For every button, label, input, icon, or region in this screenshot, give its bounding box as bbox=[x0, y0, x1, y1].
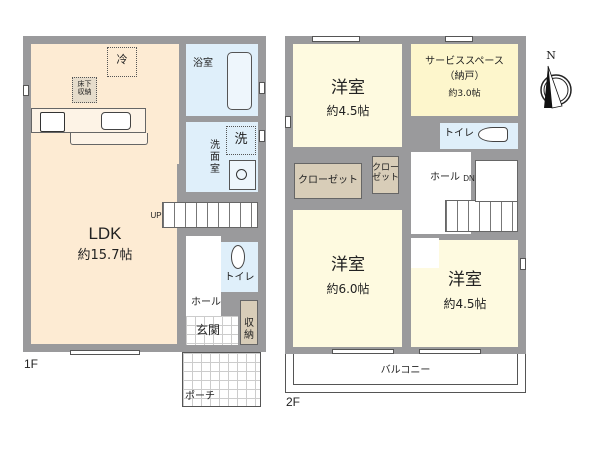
toilet-1f-label: トイレ bbox=[224, 272, 255, 283]
porch bbox=[182, 352, 261, 407]
stove-icon bbox=[40, 112, 65, 132]
closet-large-label: クローゼット bbox=[298, 175, 358, 186]
western-se-size: 約4.5帖 bbox=[443, 297, 487, 311]
floor-label-1f: 1F bbox=[24, 357, 39, 371]
window-se-east bbox=[520, 258, 526, 270]
storage-1f bbox=[240, 300, 258, 345]
window-se-south bbox=[419, 349, 481, 354]
window-ldk-south bbox=[70, 350, 140, 355]
hall-1f-label: ホール bbox=[191, 297, 221, 308]
kitchen-peninsula bbox=[70, 133, 148, 145]
window-nw-north bbox=[312, 36, 360, 42]
balcony-label: バルコニー bbox=[380, 365, 431, 376]
washbasin-drain-icon bbox=[236, 169, 247, 180]
window-nw-west bbox=[285, 116, 291, 128]
stairs-2f-landing bbox=[475, 160, 518, 202]
room-western-se-entry bbox=[411, 238, 439, 268]
toilet-bowl-icon bbox=[231, 245, 245, 269]
porch-label: ポーチ bbox=[185, 391, 215, 402]
underfloor-storage bbox=[72, 77, 97, 103]
sink-icon bbox=[101, 112, 131, 130]
compass: N bbox=[536, 49, 576, 112]
western-sw-size: 約6.0帖 bbox=[326, 282, 370, 296]
stairs-1f bbox=[162, 202, 258, 228]
toilet-2f-label: トイレ bbox=[444, 128, 474, 139]
floor-1f: 冷 床下 収納 LDK 約15.7帖 浴室 洗 面 室 洗 UP トイレ ホール… bbox=[0, 0, 280, 420]
bath-label: 浴室 bbox=[193, 58, 213, 69]
room-western-nw bbox=[293, 44, 402, 147]
entrance-genkan bbox=[186, 316, 238, 345]
room-ldk-upper bbox=[31, 44, 179, 164]
western-nw-label: 洋室 bbox=[331, 78, 365, 98]
hall-1f bbox=[186, 236, 221, 331]
washer-space bbox=[226, 126, 256, 155]
room-western-sw bbox=[293, 210, 402, 347]
ldk-size: 約15.7帖 bbox=[77, 248, 133, 263]
compass-icon bbox=[540, 65, 572, 109]
stairs-up-label: UP bbox=[150, 211, 162, 220]
service-space-sub: （納戸） bbox=[444, 71, 485, 82]
floor-2f: 洋室 約4.5帖 サービススペース （納戸） 約3.0帖 トイレ ホール DN … bbox=[280, 0, 600, 420]
entrance-label: 玄関 bbox=[195, 323, 220, 337]
service-space-label: サービススペース bbox=[425, 56, 504, 67]
compass-north-label: N bbox=[546, 49, 556, 62]
fridge-label: 冷 bbox=[116, 53, 128, 66]
stairs-dn-label: DN bbox=[463, 174, 475, 183]
closet-small-label: クロー ゼット bbox=[372, 163, 400, 184]
balcony-inner bbox=[293, 354, 518, 385]
service-space-size: 約3.0帖 bbox=[448, 89, 481, 99]
room-service-space bbox=[411, 44, 518, 116]
window-service-north bbox=[445, 36, 473, 42]
fridge-space bbox=[107, 47, 137, 77]
closet-small bbox=[372, 156, 399, 194]
underfloor-storage-label: 床下 収納 bbox=[77, 80, 92, 97]
western-nw-size: 約4.5帖 bbox=[326, 104, 370, 118]
western-se-label: 洋室 bbox=[448, 270, 482, 290]
storage-1f-label: 収 納 bbox=[244, 318, 254, 341]
balcony bbox=[285, 354, 526, 393]
window-sw-south bbox=[332, 349, 394, 354]
hall-2f-label: ホール bbox=[430, 172, 460, 183]
toilet-2f-bowl-icon bbox=[478, 127, 508, 142]
ldk-label: LDK bbox=[88, 224, 122, 243]
window-bath-east bbox=[259, 82, 265, 94]
window-wash-east bbox=[259, 130, 265, 142]
floor-label-2f: 2F bbox=[286, 395, 301, 409]
closet-large bbox=[294, 163, 362, 199]
bathtub-icon bbox=[227, 52, 252, 110]
washer-label: 洗 bbox=[234, 132, 248, 147]
western-sw-label: 洋室 bbox=[331, 255, 365, 275]
window-ldk-west bbox=[23, 85, 29, 96]
washroom-label: 洗 面 室 bbox=[210, 140, 220, 175]
stairs-2f bbox=[445, 200, 518, 232]
